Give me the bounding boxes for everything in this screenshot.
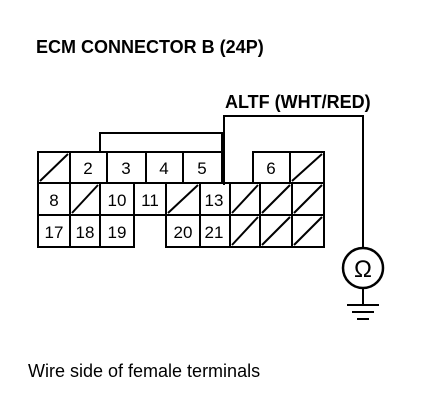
pin-11: 11: [141, 191, 159, 210]
pin-20: 20: [174, 223, 193, 242]
pin-5: 5: [197, 159, 206, 178]
pin-17: 17: [45, 223, 64, 242]
connector-lock-tab: [99, 132, 223, 152]
ohm-symbol: Ω: [354, 256, 372, 283]
pin-2: 2: [83, 159, 92, 178]
ground-icon: [347, 288, 379, 320]
diagram-caption: Wire side of female terminals: [28, 361, 260, 381]
pin-6: 6: [266, 159, 275, 178]
pin-8: 8: [49, 191, 58, 210]
empty-cavity-marks: [39, 153, 323, 246]
probe-wire: [223, 115, 364, 248]
pin-21: 21: [205, 223, 224, 242]
pin-18: 18: [76, 223, 95, 242]
diagram-title: ECM CONNECTOR B (24P): [36, 37, 264, 57]
pin-4: 4: [159, 159, 168, 178]
pin-13: 13: [205, 191, 224, 210]
terminal-grid: [38, 152, 324, 247]
pin-numbers: 2 3 4 5 6 8 10 11 13 17 18 19 20 21: [45, 159, 276, 242]
pin-3: 3: [121, 159, 130, 178]
wire-label: ALTF (WHT/RED): [225, 92, 371, 112]
pin-10: 10: [108, 191, 127, 210]
pin-19: 19: [108, 223, 127, 242]
